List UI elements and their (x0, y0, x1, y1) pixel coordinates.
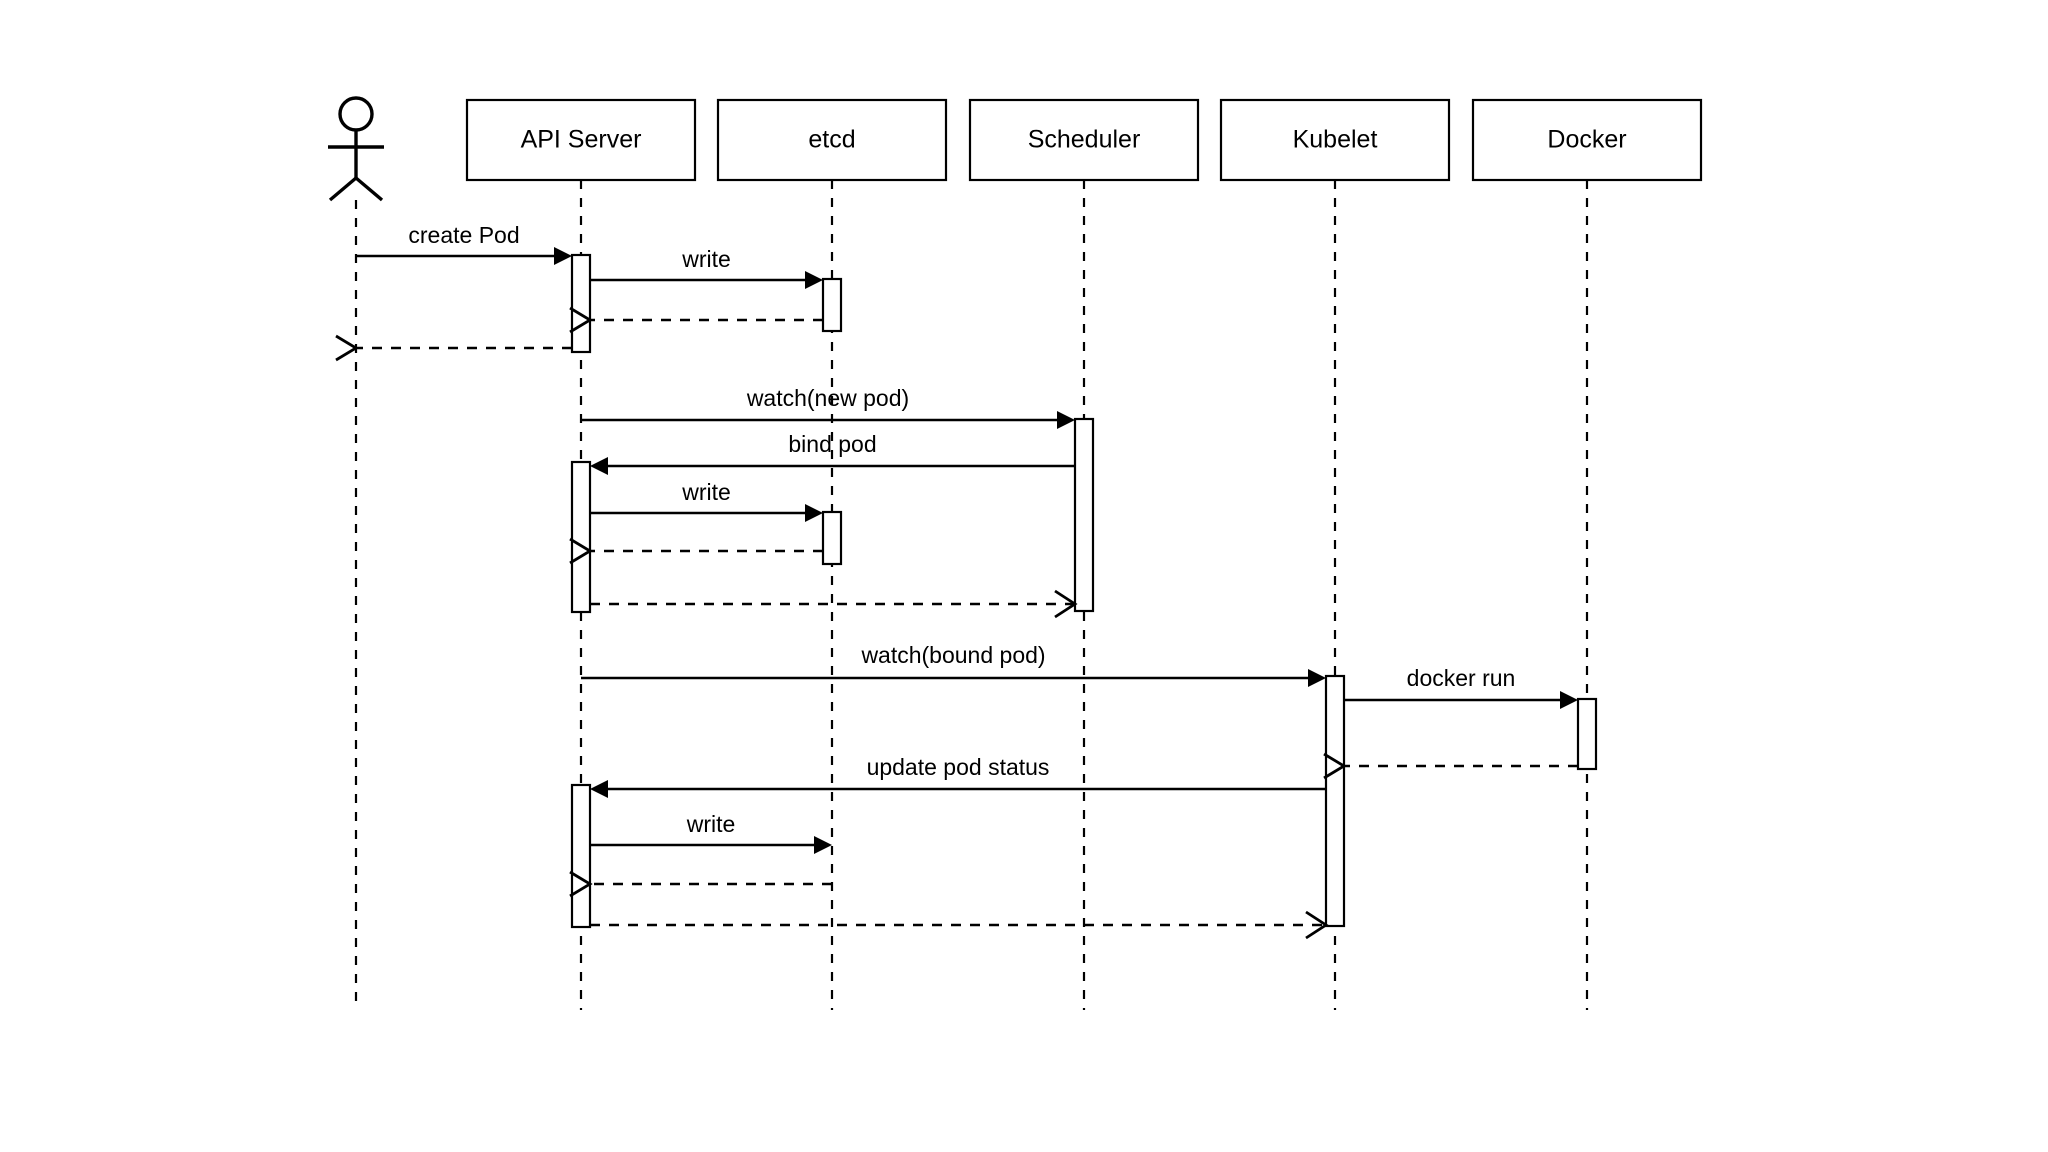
participant-box-rect-kubelet (1219, 98, 1451, 182)
message-m10[interactable]: watch(bound pod) (581, 642, 1326, 687)
message-label-m14: write (686, 811, 736, 837)
arrowhead-filled-m14 (814, 836, 832, 854)
participant-box-apiserver[interactable]: API Server (465, 98, 697, 182)
message-m11[interactable]: docker run (1344, 665, 1578, 709)
message-label-m11: docker run (1407, 665, 1516, 691)
message-m6[interactable]: bind pod (590, 431, 1075, 475)
participant-box-rect-docker (1471, 98, 1703, 182)
activation-bar-apiserver (570, 783, 592, 929)
arrowhead-open-m12 (1323, 752, 1347, 780)
participant-box-rect-apiserver (465, 98, 697, 182)
participant-box-kubelet[interactable]: Kubelet (1219, 98, 1451, 182)
message-m15[interactable] (569, 870, 832, 898)
activation-bar-etcd (821, 510, 843, 566)
message-label-m5: watch(new pod) (746, 385, 909, 411)
message-label-m13: update pod status (867, 754, 1050, 780)
messages-layer: create Pod write watch(new pod) bind pod wri… (335, 222, 1578, 940)
message-label-m7: write (681, 479, 731, 505)
activation-bar-docker (1576, 697, 1598, 771)
participant-box-scheduler[interactable]: Scheduler (968, 98, 1200, 182)
message-m8[interactable] (569, 537, 823, 565)
participant-box-rect-etcd (716, 98, 948, 182)
activation-bar-apiserver (570, 460, 592, 614)
arrowhead-open-m8 (569, 537, 593, 565)
activation-bar-etcd (821, 277, 843, 333)
participant-box-etcd[interactable]: etcd (716, 98, 948, 182)
message-m5[interactable]: watch(new pod) (581, 385, 1075, 429)
arrowhead-filled-m13 (590, 780, 608, 798)
activation-bar-scheduler (1073, 417, 1095, 613)
message-m14[interactable]: write (590, 811, 832, 854)
arrowhead-filled-m11 (1560, 691, 1578, 709)
arrowhead-open-m3 (569, 306, 593, 334)
message-m12[interactable] (1323, 752, 1578, 780)
participant-label-etcd: etcd (808, 126, 855, 154)
message-m13[interactable]: update pod status (590, 754, 1326, 798)
arrowhead-filled-m1 (554, 247, 572, 265)
participant-label-apiserver: API Server (521, 126, 642, 154)
activation-bar-kubelet (1324, 674, 1346, 928)
arrowhead-open-m4 (335, 334, 359, 362)
message-label-m2: write (681, 246, 731, 272)
message-label-m10: watch(bound pod) (860, 642, 1045, 668)
participant-box-docker[interactable]: Docker (1471, 98, 1703, 182)
participant-label-scheduler: Scheduler (1028, 126, 1141, 154)
message-m16[interactable] (590, 910, 1329, 940)
message-label-m1: create Pod (408, 222, 519, 248)
message-m3[interactable] (569, 306, 823, 334)
arrowhead-filled-m5 (1057, 411, 1075, 429)
actor-figure (328, 96, 384, 202)
message-m1[interactable]: create Pod (356, 222, 572, 265)
lifelines-layer (354, 180, 1589, 1010)
participant-box-rect-scheduler (968, 98, 1200, 182)
message-label-m6: bind pod (788, 431, 876, 457)
message-m4[interactable] (335, 334, 572, 362)
activation-bar-apiserver (570, 253, 592, 354)
participant-label-kubelet: Kubelet (1293, 126, 1378, 154)
activations-layer (570, 253, 1598, 929)
arrowhead-open-m15 (569, 870, 593, 898)
arrowhead-thin-m16 (1305, 910, 1329, 940)
participant-heads-layer: API Server etcd Scheduler Kubelet Docker (328, 96, 1703, 202)
arrowhead-filled-m10 (1308, 669, 1326, 687)
participant-label-docker: Docker (1547, 126, 1626, 154)
message-m9[interactable] (590, 589, 1078, 619)
arrowhead-thin-m9 (1054, 589, 1078, 619)
arrowhead-filled-m2 (805, 271, 823, 289)
arrowhead-filled-m7 (805, 504, 823, 522)
message-m2[interactable]: write (590, 246, 823, 289)
message-m7[interactable]: write (590, 479, 823, 522)
arrowhead-filled-m6 (590, 457, 608, 475)
